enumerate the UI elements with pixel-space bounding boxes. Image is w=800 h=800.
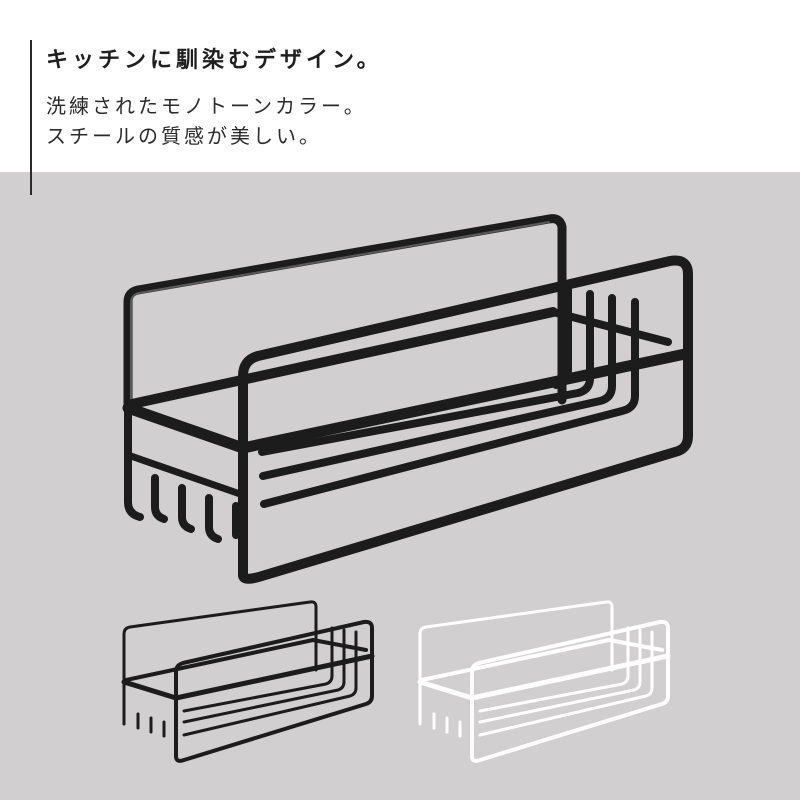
headline: キッチンに馴染むデザイン。 <box>46 48 383 73</box>
rack-small-white <box>417 600 671 763</box>
text-header: キッチンに馴染むデザイン。 洗練されたモノトーンカラー。 スチールの質感が美しい… <box>0 0 800 172</box>
accent-divider <box>30 40 32 195</box>
product-photo-area <box>0 172 800 800</box>
subtitle-line-1: 洗練されたモノトーンカラー。 <box>46 94 367 118</box>
rack-small-black <box>121 600 375 763</box>
rack-large-black <box>122 214 693 584</box>
subtitle-line-2: スチールの質感が美しい。 <box>46 124 322 148</box>
